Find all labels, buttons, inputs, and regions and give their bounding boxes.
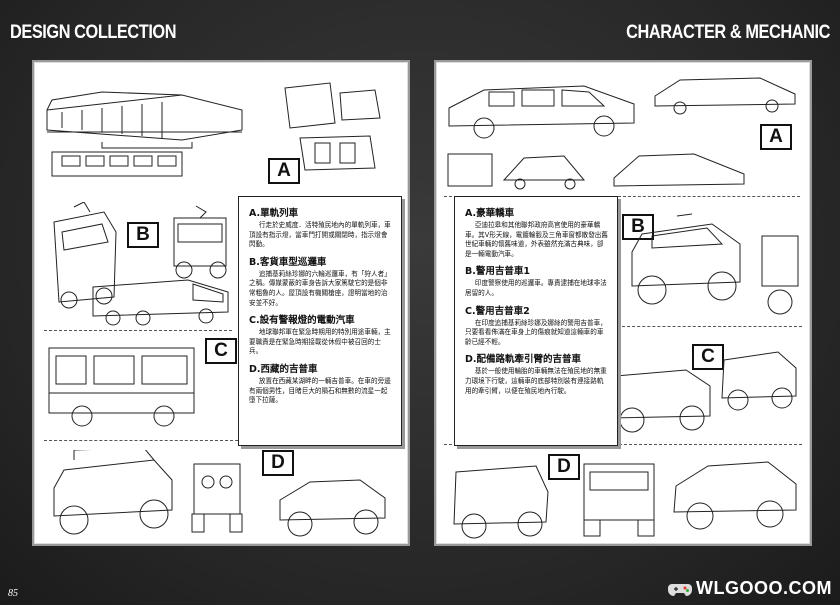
police-jeep-detail-sketch [756, 230, 804, 320]
section-divider [44, 330, 232, 331]
police-jeep-2-title: C.警用吉普車2 [465, 305, 530, 317]
police-jeep-sketch-3 [718, 338, 800, 418]
rail-jeep-sketch-2 [576, 458, 664, 540]
police-jeep-1-description: 印度警察使用的巡邏車。專責逮捕在地球非法居留的人。 [465, 279, 607, 297]
monorail-description: 行走於史威度．活特殖民地內的單軌列車，車頂設有指示燈，當車門打開或關閉時，指示燈… [249, 221, 391, 249]
letter-d-badge-right: D [548, 454, 580, 480]
letter-c-badge: C [205, 338, 237, 364]
tibet-jeep-sketch-1 [44, 450, 184, 538]
patrol-truck-sketch-3 [88, 272, 236, 327]
limousine-views-sketch [444, 140, 754, 192]
section-divider [444, 444, 802, 445]
patrol-truck-description: 追捕基莉絲珍娜的六輪巡邏車，有「狩人者」之稱。傳媒蒙蔽的車身告訴大家篤駛它的是個… [249, 269, 391, 307]
police-jeep-sketch-1 [622, 204, 752, 314]
left-description-box: A.單軌列車 行走於史威度．活特殖民地內的單軌列車，車頂設有指示燈，當車門打開或… [238, 196, 402, 446]
limousine-sketch-2 [650, 70, 800, 115]
letter-d-badge: D [262, 450, 294, 476]
electric-car-description: 地球聯邦軍在緊急時期用的特別用途車輛，主要職責是在緊急時期接載從休假中被召回的士… [249, 328, 391, 356]
rail-jeep-sketch-3 [668, 452, 802, 538]
police-jeep-2-description: 在印度追捕基莉絲珍娜及娜絲的警用吉普車，只要看看佈滿在車身上的傷痕就知道這輛車的… [465, 318, 607, 346]
letter-b-badge: B [127, 222, 159, 248]
monorail-sketch [42, 70, 252, 180]
letter-b-badge-right: B [622, 214, 654, 240]
character-mechanic-header: CHARACTER & MECHANIC [626, 22, 830, 43]
watermark-text: WLGOOO.COM [696, 578, 832, 598]
tibet-jeep-description: 放置在西藏某湖畔的一輛吉普車。在車的旁邊有兩個男性，目睹巨大的隕石和無數的流星一… [249, 376, 391, 405]
patrol-truck-sketch-1 [44, 202, 122, 312]
gamepad-icon [668, 583, 693, 596]
electric-car-sketch [44, 338, 204, 430]
limousine-description: 亞迪拉皋和其他聯邦政府高官使用的豪華轎車。其V形天線，電鍍輪轂及三角車窗都散發出… [465, 221, 608, 258]
rail-jeep-title: D.配備路軌牽引臂的吉普車 [465, 354, 581, 366]
letter-a-badge: A [268, 158, 300, 184]
patrol-truck-title: B.客貨車型巡邏車 [249, 256, 327, 268]
tibet-jeep-sketch-3 [270, 470, 395, 540]
letter-c-badge-right: C [692, 344, 724, 370]
right-description-box: A.豪華轎車 亞迪拉皋和其他聯邦政府高官使用的豪華轎車。其V形天線，電鍍輪轂及三… [454, 196, 618, 446]
section-divider [44, 440, 394, 441]
section-divider [444, 196, 800, 197]
police-jeep-sketch-2 [606, 356, 716, 436]
letter-a-badge-right: A [760, 124, 792, 150]
monorail-title: A.單軌列車 [249, 208, 299, 219]
tibet-jeep-title: D.西藏的吉普車 [249, 363, 318, 375]
patrol-truck-sketch-2 [166, 204, 236, 284]
limousine-title: A.豪華轎車 [465, 208, 515, 219]
police-jeep-1-title: B.警用吉普車1 [465, 266, 530, 278]
electric-car-title: C.設有警報燈的電動汽車 [249, 315, 355, 327]
page-number: 85 [8, 588, 18, 599]
limousine-sketch-1 [444, 68, 644, 143]
monorail-detail-sketch [280, 78, 395, 178]
tibet-jeep-sketch-2 [186, 456, 248, 536]
rail-jeep-sketch-1 [446, 452, 556, 540]
design-collection-header: DESIGN COLLECTION [10, 22, 177, 43]
rail-jeep-description: 基於一般使用輪胎的車輛無法在殖民地的無重力環境下行駛，這輛車的底部特別裝有連接路… [465, 367, 607, 395]
watermark: WLGOOO.COM [668, 578, 832, 599]
section-divider [622, 326, 802, 327]
